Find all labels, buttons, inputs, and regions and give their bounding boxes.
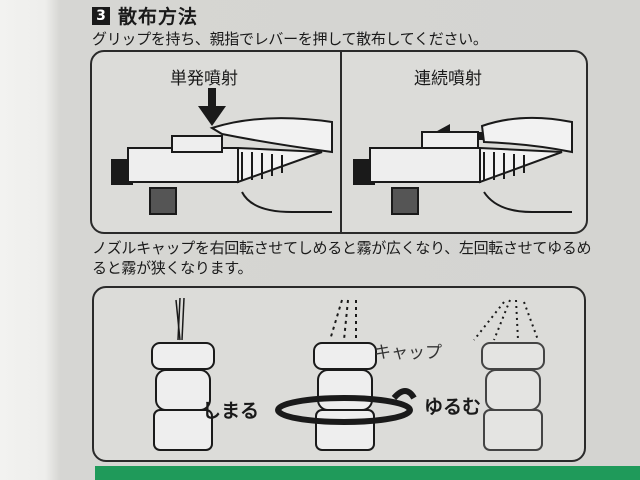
nozzle-adjust-panel: キャップ しまる ゆるむ bbox=[92, 286, 586, 462]
spray-mode-panel: 単発噴射 連続噴射 bbox=[90, 50, 588, 234]
sprayer-single bbox=[111, 117, 333, 215]
medium-spray-icon bbox=[329, 299, 357, 341]
loosen-label: ゆるむ bbox=[424, 396, 482, 418]
panel-divider bbox=[340, 52, 342, 232]
nozzle-illustrations bbox=[151, 297, 545, 451]
instruction-text: グリップを持ち、親指でレバーを押して散布してください。 bbox=[92, 30, 488, 48]
nozzle-tight bbox=[151, 342, 215, 451]
nozzle-loose bbox=[481, 342, 545, 451]
single-spray-label: 単発噴射 bbox=[170, 69, 238, 89]
section-title: 散布方法 bbox=[118, 6, 199, 28]
nozzle-description: ノズルキャップを右回転させてしめると霧が広くなり、左回転させてゆるめると霧が狭く… bbox=[92, 239, 592, 277]
narrow-spray-icon bbox=[175, 297, 185, 341]
green-band bbox=[95, 466, 640, 480]
tighten-arrow-icon bbox=[391, 388, 417, 401]
down-arrow-icon bbox=[198, 88, 226, 126]
section-heading: 3 散布方法 bbox=[92, 2, 198, 29]
wide-spray-icon bbox=[473, 299, 539, 341]
tighten-label: しまる bbox=[202, 400, 260, 422]
cap-label: キャップ bbox=[374, 343, 442, 363]
rotation-arrow-icon bbox=[275, 395, 413, 425]
sprayer-illustrations bbox=[111, 88, 573, 215]
section-number: 3 bbox=[92, 6, 110, 25]
continuous-spray-label: 連続噴射 bbox=[414, 69, 482, 89]
sprayer-continuous bbox=[353, 116, 573, 215]
